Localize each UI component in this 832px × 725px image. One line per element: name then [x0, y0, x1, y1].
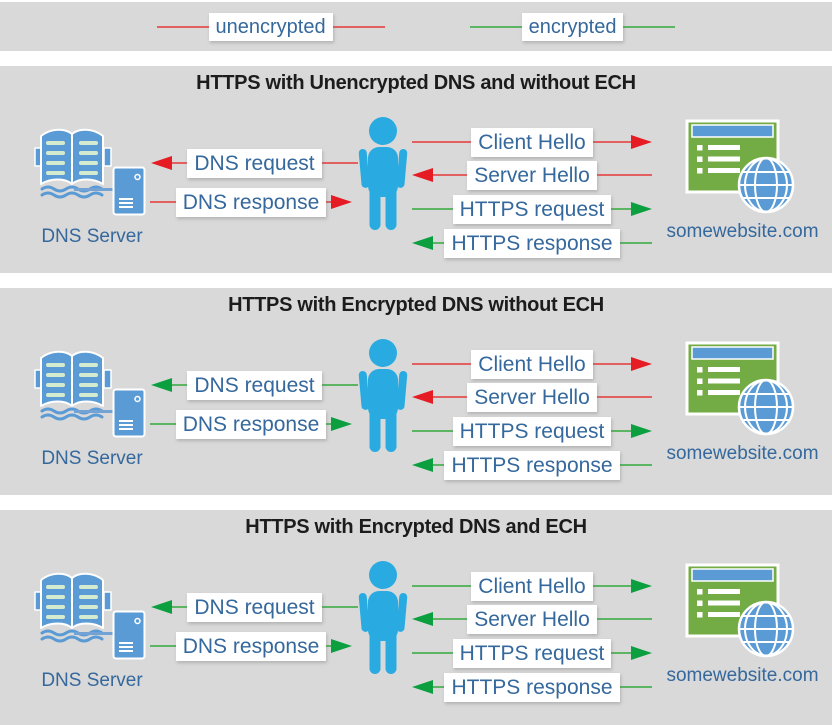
arrowhead-icon: [631, 135, 652, 149]
https-response-arrow: HTTPS response: [412, 228, 652, 258]
https-request-arrow: HTTPS request: [412, 416, 652, 446]
website-label: somewebsite.com: [666, 221, 819, 242]
dns-server-box-icon: [112, 610, 146, 660]
arrow-label: HTTPS response: [444, 450, 620, 480]
server-hello-arrow: Server Hello: [412, 604, 652, 634]
https-request-arrow: HTTPS request: [412, 194, 652, 224]
dns-server-box-icon: [112, 166, 146, 216]
panel-https-encrypted-dns-ech: HTTPS with Encrypted DNS and ECH: [0, 510, 832, 725]
website-label: somewebsite.com: [666, 665, 819, 686]
https-request-arrow: HTTPS request: [412, 638, 652, 668]
arrowhead-icon: [631, 579, 652, 593]
browser-globe-icon: [684, 562, 796, 662]
legend-label: unencrypted: [208, 12, 333, 41]
arrow-label: DNS request: [187, 592, 322, 622]
arrow-label: HTTPS response: [444, 672, 620, 702]
arrowhead-icon: [412, 390, 433, 404]
arrowhead-icon: [151, 600, 172, 614]
arrowhead-icon: [151, 156, 172, 170]
server-hello-arrow: Server Hello: [412, 160, 652, 190]
dns-server-label: DNS Server: [41, 226, 143, 247]
dns-directory-book-icon: [34, 346, 112, 430]
arrowhead-icon: [631, 202, 652, 216]
arrow-label: Client Hello: [471, 127, 593, 157]
book-server-connector: [74, 188, 114, 191]
browser-globe-icon: [684, 340, 796, 440]
encrypted-line-sample: [623, 25, 676, 28]
https-response-arrow: HTTPS response: [412, 672, 652, 702]
legend-item-unencrypted: unencrypted: [156, 12, 385, 41]
legend-bar: unencrypted encrypted: [0, 2, 832, 51]
arrow-label: HTTPS request: [452, 194, 612, 224]
arrow-label: HTTPS request: [452, 416, 612, 446]
arrowhead-icon: [331, 195, 352, 209]
legend-label: encrypted: [521, 12, 624, 41]
https-response-arrow: HTTPS response: [412, 450, 652, 480]
panel-https-unencrypted-dns: HTTPS with Unencrypted DNS and without E…: [0, 66, 832, 273]
dns-response-arrow: DNS response: [150, 409, 352, 439]
arrowhead-icon: [412, 168, 433, 182]
arrowhead-icon: [412, 236, 433, 250]
dns-response-arrow: DNS response: [150, 631, 352, 661]
unencrypted-line-sample: [156, 25, 209, 28]
client-hello-arrow: Client Hello: [412, 571, 652, 601]
arrow-label: Server Hello: [467, 160, 597, 190]
arrowhead-icon: [412, 458, 433, 472]
arrowhead-icon: [151, 378, 172, 392]
book-server-connector: [74, 632, 114, 635]
dns-server-label: DNS Server: [41, 670, 143, 691]
legend-item-encrypted: encrypted: [469, 12, 676, 41]
panel-https-encrypted-dns: HTTPS with Encrypted DNS without ECH: [0, 288, 832, 495]
arrow-label: DNS response: [175, 631, 327, 661]
panel-title: HTTPS with Unencrypted DNS and without E…: [196, 72, 636, 94]
panel-title: HTTPS with Encrypted DNS without ECH: [228, 294, 604, 316]
dns-request-arrow: DNS request: [151, 370, 358, 400]
arrow-label: Server Hello: [467, 604, 597, 634]
dns-server-box-icon: [112, 388, 146, 438]
arrowhead-icon: [631, 357, 652, 371]
person-icon: [355, 116, 411, 230]
dns-directory-book-icon: [34, 124, 112, 208]
arrow-label: DNS request: [187, 370, 322, 400]
person-icon: [355, 338, 411, 452]
arrowhead-icon: [631, 646, 652, 660]
panel-title: HTTPS with Encrypted DNS and ECH: [245, 516, 587, 538]
arrow-label: DNS response: [175, 409, 327, 439]
arrowhead-icon: [631, 424, 652, 438]
encrypted-line-sample: [469, 25, 522, 28]
arrow-label: Client Hello: [471, 571, 593, 601]
dns-request-arrow: DNS request: [151, 148, 358, 178]
arrow-label: DNS request: [187, 148, 322, 178]
dns-directory-book-icon: [34, 568, 112, 652]
dns-response-arrow: DNS response: [150, 187, 352, 217]
arrowhead-icon: [412, 680, 433, 694]
arrowhead-icon: [331, 639, 352, 653]
arrow-label: HTTPS request: [452, 638, 612, 668]
dns-server-label: DNS Server: [41, 448, 143, 469]
client-hello-arrow: Client Hello: [412, 127, 652, 157]
dns-request-arrow: DNS request: [151, 592, 358, 622]
unencrypted-line-sample: [332, 25, 385, 28]
arrow-label: Client Hello: [471, 349, 593, 379]
arrow-label: HTTPS response: [444, 228, 620, 258]
server-hello-arrow: Server Hello: [412, 382, 652, 412]
website-label: somewebsite.com: [666, 443, 819, 464]
arrowhead-icon: [331, 417, 352, 431]
browser-globe-icon: [684, 118, 796, 218]
book-server-connector: [74, 410, 114, 413]
arrow-label: Server Hello: [467, 382, 597, 412]
person-icon: [355, 560, 411, 674]
arrow-label: DNS response: [175, 187, 327, 217]
arrowhead-icon: [412, 612, 433, 626]
client-hello-arrow: Client Hello: [412, 349, 652, 379]
